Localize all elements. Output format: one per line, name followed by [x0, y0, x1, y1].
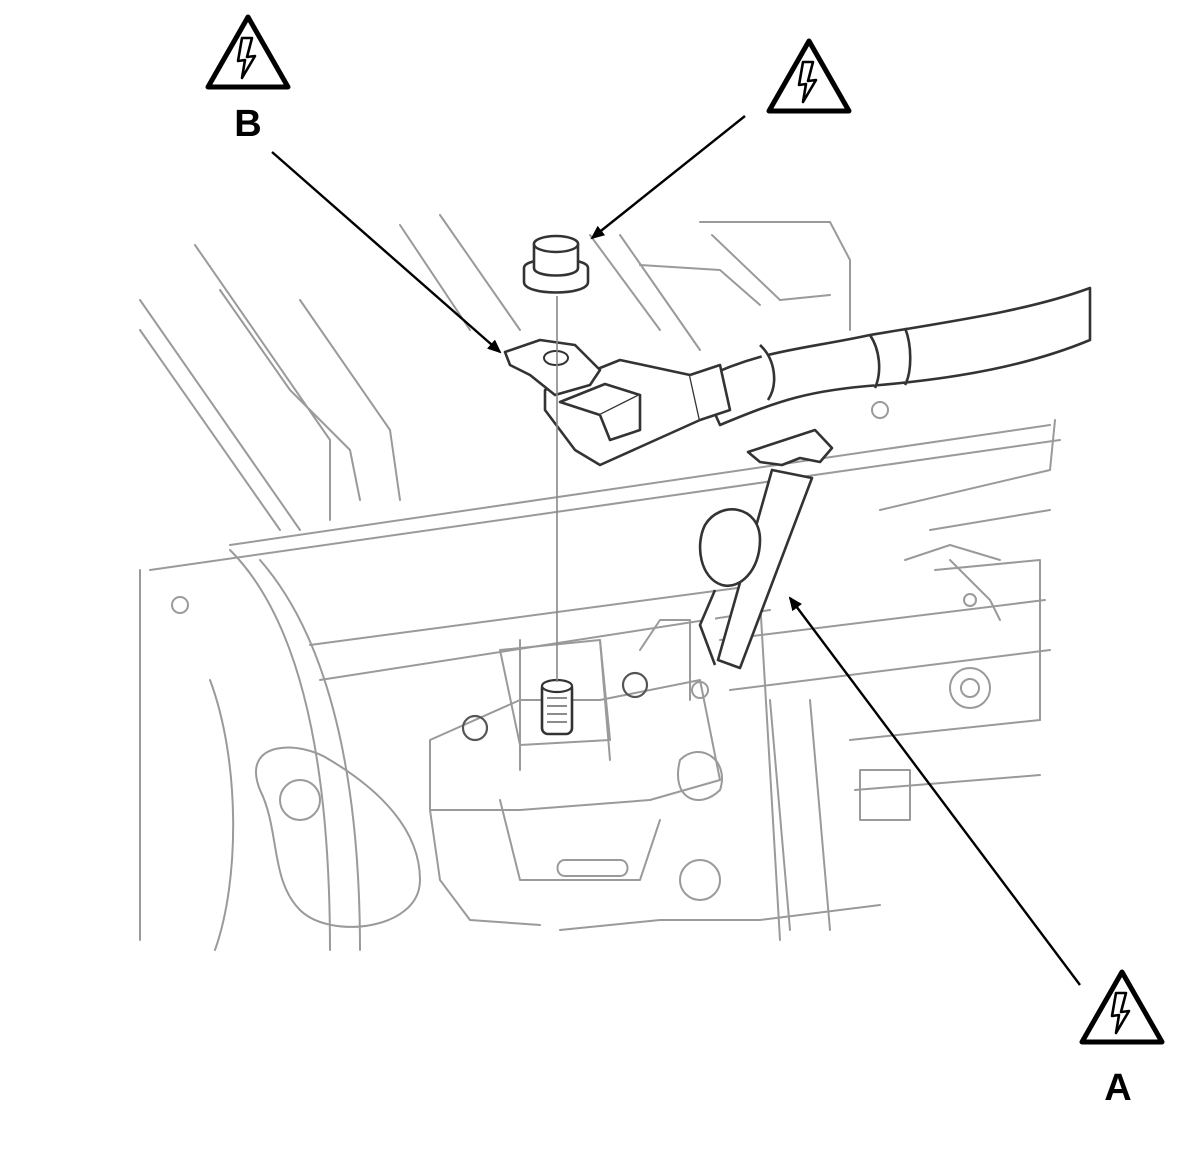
- callout-label-a: A: [1104, 1067, 1131, 1109]
- engine-line-art: [139, 214, 1061, 951]
- electrical-hazard-icon: [766, 38, 852, 114]
- callout-label-b: B: [234, 103, 261, 145]
- electrical-hazard-icon: [1079, 969, 1165, 1045]
- callout-nut-leader: [590, 115, 746, 240]
- terminal-stud: [540, 678, 574, 736]
- ground-terminal-b: [503, 338, 602, 397]
- callout-b-leader: [271, 151, 502, 354]
- electrical-hazard-icon: [205, 14, 291, 90]
- flange-nut: [522, 234, 590, 294]
- terminal-lever-a: [698, 428, 834, 670]
- callout-a-leader: [788, 596, 1081, 986]
- battery-cable: [698, 286, 1092, 427]
